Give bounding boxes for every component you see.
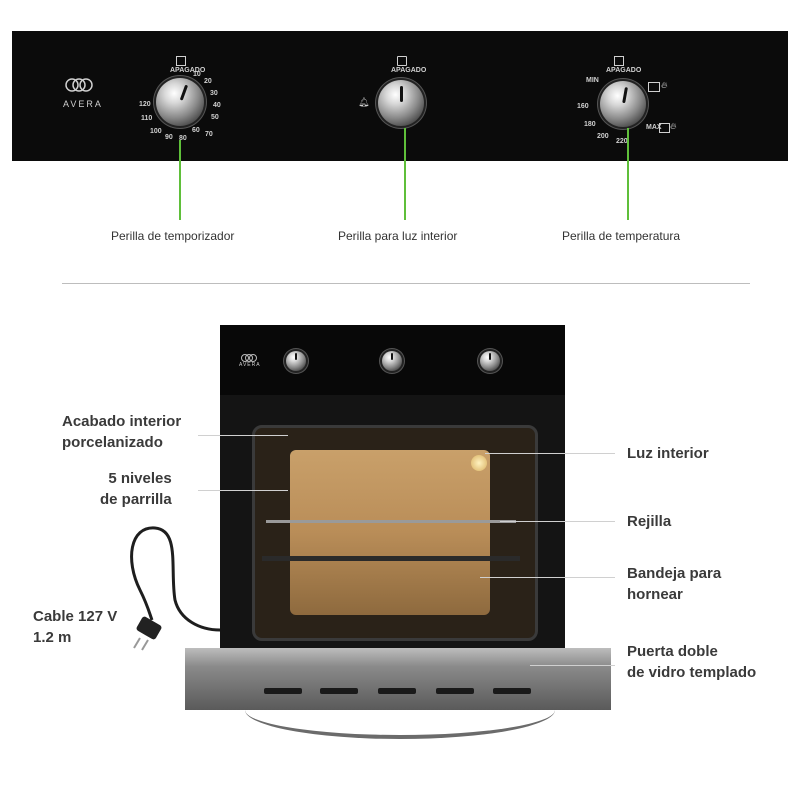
levels-label: 5 niveles de parrilla [100,468,172,510]
enamel-leader-line [198,435,288,436]
temp-scale-220: 220 [616,138,628,145]
bottom-heat-icon [659,123,670,133]
brand-name: AVERA [63,99,103,109]
timer-leader-line [179,140,181,220]
timer-scale-60: 60 [192,127,200,134]
door-vent [436,688,474,694]
timer-scale-20: 20 [204,78,212,85]
timer-symbol-icon [176,56,186,66]
timer-scale-70: 70 [205,131,213,138]
lamp-icon: 🔔︎ [358,97,370,107]
oven-logo-icon [240,350,258,362]
tray-leader-line [480,577,615,578]
timer-scale-30: 30 [210,90,218,97]
levels-label-line1: 5 niveles [108,470,172,487]
light-caption: Perilla para luz interior [338,229,458,243]
interior-light-leader-line [485,453,615,454]
oven-rack [266,520,516,523]
light-leader-line [404,128,406,220]
timer-scale-80: 80 [179,135,187,142]
temp-scale-160: 160 [577,103,589,110]
temperature-leader-line [627,128,629,220]
timer-scale-10: 10 [193,71,201,78]
section-divider [62,283,750,284]
door-label-line2: de vidro templado [627,664,757,681]
timer-scale-110: 110 [141,115,153,122]
tray-label-line2: hornear [627,586,683,603]
cavity-back-wall [290,450,490,615]
temperature-knob[interactable] [600,81,646,127]
tray-label: Bandeja para hornear [627,563,721,605]
baking-tray [262,556,520,561]
tray-label-line1: Bandeja para [627,565,722,582]
temperature-caption: Perilla de temperatura [562,229,681,243]
thermostat-symbol-icon [614,56,624,66]
oven-door[interactable] [185,648,611,710]
door-vent [378,688,416,694]
oven-temperature-knob[interactable] [480,351,500,371]
levels-leader-line [198,490,288,491]
timer-scale-90: 90 [165,134,173,141]
light-knob[interactable] [378,80,424,126]
interior-light-label: Luz interior [627,445,709,462]
cable-label: Cable 127 V 1.2 m [33,606,117,648]
interior-lamp-icon [471,455,487,471]
oven-light-knob[interactable] [382,351,402,371]
timer-scale-120: 120 [139,101,151,108]
light-top-label: APAGADO [391,67,427,74]
enamel-label-line2: porcelanizado [62,434,163,451]
timer-scale-100: 100 [150,128,162,135]
door-leader-line [530,665,615,666]
rack-label: Rejilla [627,513,672,530]
enamel-label-line1: Acabado interior [62,413,182,430]
oven-timer-knob[interactable] [286,351,306,371]
timer-scale-50: 50 [211,114,219,121]
rack-leader-line [500,521,615,522]
cable-label-line2: 1.2 m [33,629,72,646]
temp-scale-180: 180 [584,121,596,128]
door-vent [493,688,531,694]
enamel-label: Acabado interior porcelanizado [62,411,181,453]
timer-caption: Perilla de temporizador [111,229,235,243]
temp-scale-200: 200 [597,133,609,140]
oven-door-handle[interactable] [245,705,555,739]
top-heat-icon [648,82,660,92]
door-vent [264,688,302,694]
flame-icon: 🔥︎ [661,80,668,90]
temp-max-label: MAX [646,124,662,131]
door-label-line1: Puerta doble [627,643,718,660]
levels-label-line2: de parrilla [100,491,172,508]
timer-top-label: APAGADO [170,67,206,74]
brand-logo-icon [64,76,94,94]
temp-min-label: MIN [586,77,599,84]
power-cable-icon [130,526,221,651]
timer-knob[interactable] [156,78,204,126]
oven-brand-name: AVERA [239,362,261,368]
light-symbol-icon [397,56,407,66]
door-label: Puerta doble de vidro templado [627,641,756,683]
timer-scale-40: 40 [213,102,221,109]
temp-top-label: APAGADO [606,67,642,74]
flame-icon: 🔥︎ [670,121,677,131]
door-vent [320,688,358,694]
cable-label-line1: Cable 127 V [33,608,118,625]
